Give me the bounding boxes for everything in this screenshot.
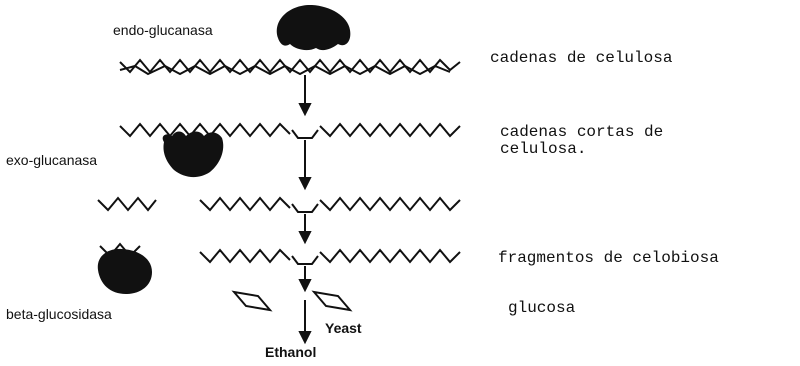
beta-glucosidase-blob	[98, 249, 152, 294]
cut-mark-3	[292, 204, 318, 212]
cellobiose-label: fragmentos de celobiosa	[498, 250, 719, 267]
cellulose-chain-2b	[320, 124, 460, 136]
cellulose-chain-3	[200, 198, 290, 210]
glucose-label: glucosa	[508, 300, 575, 317]
glucose-unit-right	[314, 292, 350, 310]
endo-glucanasa-label: endo-glucanasa	[113, 22, 213, 38]
cellulose-chain-2	[120, 124, 290, 136]
beta-glucosidasa-label: beta-glucosidasa	[6, 306, 112, 322]
cellulose-chain-4	[200, 250, 290, 262]
yeast-label: Yeast	[325, 320, 362, 336]
cellulose-chains-label: cadenas de celulosa	[490, 50, 672, 67]
cellulose-chain-3b	[320, 198, 460, 210]
ethanol-label: Ethanol	[265, 344, 316, 360]
short-chains-label-2: celulosa.	[500, 141, 586, 158]
endo-glucanase-blob	[277, 5, 351, 50]
short-fragment-3	[98, 198, 156, 210]
short-chains-label-1: cadenas cortas de	[500, 124, 663, 141]
exo-glucanase-blob	[163, 132, 224, 178]
exo-glucanasa-label: exo-glucanasa	[6, 152, 97, 168]
cellulose-chain-4b	[320, 250, 460, 262]
cut-mark-4	[292, 256, 318, 264]
cut-mark-2	[292, 130, 318, 138]
glucose-unit-left	[234, 292, 270, 310]
